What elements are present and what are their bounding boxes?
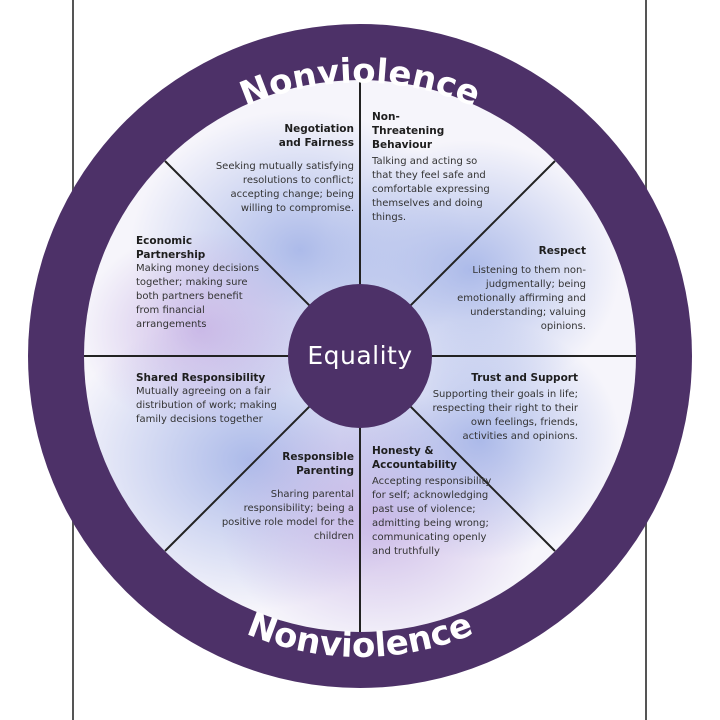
segment-description: Making money decisions together; making … (136, 263, 260, 330)
segment-title: Honesty & Accountability (372, 445, 458, 471)
center-label: Equality (307, 340, 413, 370)
segment-description: Talking and acting so that they feel saf… (372, 156, 490, 223)
segment-economic-partnership: Economic Partnership Making money decisi… (136, 234, 268, 332)
segment-title: Respect (538, 245, 586, 257)
segment-title: Economic Partnership (136, 235, 206, 261)
segment-description: Accepting responsibility for self; ackno… (372, 476, 492, 557)
segment-description: Listening to them non-judgmentally; bein… (457, 265, 586, 332)
segment-shared-responsibility: Shared Responsibility Mutually agreeing … (136, 371, 286, 427)
segment-title: Trust and Support (471, 372, 578, 384)
segment-title: Negotiation and Fairness (278, 123, 354, 149)
segment-non-threatening-behaviour: Non- Threatening Behaviour Talking and a… (372, 110, 500, 225)
segment-responsible-parenting: Responsible Parenting Sharing parental r… (220, 450, 354, 544)
segment-honesty-and-accountability: Honesty & Accountability Accepting respo… (372, 444, 500, 559)
segment-title: Responsible Parenting (282, 451, 354, 477)
segment-description: Seeking mutually satisfying resolutions … (215, 161, 354, 214)
segment-negotiation-and-fairness: Negotiation and Fairness Seeking mutuall… (214, 122, 354, 216)
segment-description: Mutually agreeing on a fair distribution… (136, 386, 277, 425)
segment-title: Non- Threatening Behaviour (372, 111, 445, 151)
segment-respect: Respect Listening to them non-judgmental… (436, 244, 586, 334)
segment-trust-and-support: Trust and Support Supporting their goals… (432, 371, 579, 444)
segment-description: Sharing parental responsibility; being a… (221, 489, 354, 542)
center-hub (288, 284, 432, 428)
segment-title: Shared Responsibility (136, 372, 266, 384)
segment-description: Supporting their goals in life; respecti… (432, 389, 579, 442)
